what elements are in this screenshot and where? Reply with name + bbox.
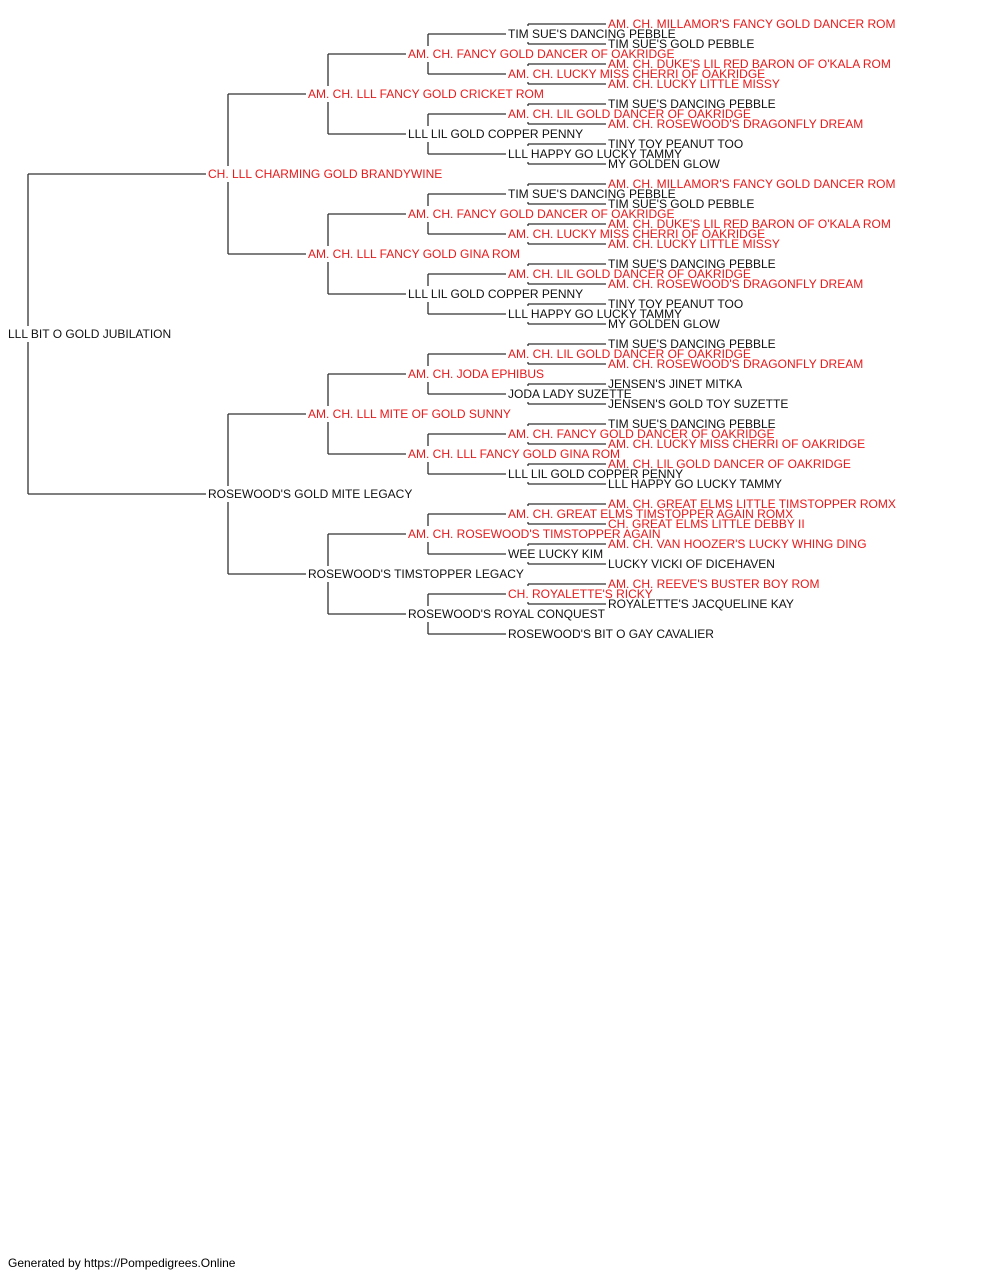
dog-name-gen5: AM. CH. MILLAMOR'S FANCY GOLD DANCER ROM bbox=[608, 177, 895, 191]
dog-name-gen5: AM. CH. LIL GOLD DANCER OF OAKRIDGE bbox=[608, 457, 851, 471]
dog-name-gen3: AM. CH. ROSEWOOD'S TIMSTOPPER AGAIN bbox=[408, 527, 661, 541]
dog-name-gen5: AM. CH. ROSEWOOD'S DRAGONFLY DREAM bbox=[608, 117, 863, 131]
dog-name-gen0: LLL BIT O GOLD JUBILATION bbox=[8, 327, 171, 341]
dog-name-gen5: MY GOLDEN GLOW bbox=[608, 317, 720, 331]
dog-name-gen4: AM. CH. LIL GOLD DANCER OF OAKRIDGE bbox=[508, 107, 751, 121]
dog-name-gen4: AM. CH. LIL GOLD DANCER OF OAKRIDGE bbox=[508, 347, 751, 361]
dog-name-gen2: AM. CH. LLL MITE OF GOLD SUNNY bbox=[308, 407, 511, 421]
dog-name-gen5: AM. CH. LUCKY MISS CHERRI OF OAKRIDGE bbox=[608, 437, 865, 451]
dog-name-gen5: JENSEN'S GOLD TOY SUZETTE bbox=[608, 397, 788, 411]
dog-name-gen4: LLL HAPPY GO LUCKY TAMMY bbox=[508, 147, 682, 161]
dog-name-gen4: LLL HAPPY GO LUCKY TAMMY bbox=[508, 307, 682, 321]
dog-name-gen5: TINY TOY PEANUT TOO bbox=[608, 297, 743, 311]
dog-name-gen5: LUCKY VICKI OF DICEHAVEN bbox=[608, 557, 775, 571]
dog-name-gen5: AM. CH. MILLAMOR'S FANCY GOLD DANCER ROM bbox=[608, 17, 895, 31]
dog-name-gen1: ROSEWOOD'S GOLD MITE LEGACY bbox=[208, 487, 412, 501]
dog-name-gen5: TIM SUE'S GOLD PEBBLE bbox=[608, 37, 754, 51]
dog-name-gen4: AM. CH. LIL GOLD DANCER OF OAKRIDGE bbox=[508, 267, 751, 281]
dog-name-gen4: WEE LUCKY KIM bbox=[508, 547, 603, 561]
dog-name-gen4: JODA LADY SUZETTE bbox=[508, 387, 632, 401]
dog-name-gen5: TIM SUE'S DANCING PEBBLE bbox=[608, 337, 776, 351]
dog-name-gen5: AM. CH. DUKE'S LIL RED BARON OF O'KALA R… bbox=[608, 57, 891, 71]
dog-name-gen3: LLL LIL GOLD COPPER PENNY bbox=[408, 127, 583, 141]
dog-name-gen5: TIM SUE'S DANCING PEBBLE bbox=[608, 97, 776, 111]
dog-name-gen5: ROYALETTE'S JACQUELINE KAY bbox=[608, 597, 794, 611]
dog-name-gen4: TIM SUE'S DANCING PEBBLE bbox=[508, 187, 676, 201]
dog-name-gen3: AM. CH. FANCY GOLD DANCER OF OAKRIDGE bbox=[408, 47, 674, 61]
dog-name-gen4: AM. CH. LUCKY MISS CHERRI OF OAKRIDGE bbox=[508, 227, 765, 241]
dog-name-gen5: TIM SUE'S GOLD PEBBLE bbox=[608, 197, 754, 211]
dog-name-gen5: AM. CH. DUKE'S LIL RED BARON OF O'KALA R… bbox=[608, 217, 891, 231]
dog-name-gen3: AM. CH. FANCY GOLD DANCER OF OAKRIDGE bbox=[408, 207, 674, 221]
dog-name-gen5: CH. GREAT ELMS LITTLE DEBBY II bbox=[608, 517, 805, 531]
dog-name-gen4: LLL LIL GOLD COPPER PENNY bbox=[508, 467, 683, 481]
dog-name-gen5: AM. CH. REEVE'S BUSTER BOY ROM bbox=[608, 577, 819, 591]
dog-name-gen4: AM. CH. FANCY GOLD DANCER OF OAKRIDGE bbox=[508, 427, 774, 441]
dog-name-gen5: AM. CH. GREAT ELMS LITTLE TIMSTOPPER ROM… bbox=[608, 497, 896, 511]
dog-name-gen5: TINY TOY PEANUT TOO bbox=[608, 137, 743, 151]
dog-name-gen4: CH. ROYALETTE'S RICKY bbox=[508, 587, 653, 601]
dog-name-gen5: AM. CH. ROSEWOOD'S DRAGONFLY DREAM bbox=[608, 357, 863, 371]
dog-name-gen4: TIM SUE'S DANCING PEBBLE bbox=[508, 27, 676, 41]
dog-name-gen2: ROSEWOOD'S TIMSTOPPER LEGACY bbox=[308, 567, 524, 581]
dog-name-gen5: TIM SUE'S DANCING PEBBLE bbox=[608, 257, 776, 271]
dog-name-gen5: TIM SUE'S DANCING PEBBLE bbox=[608, 417, 776, 431]
dog-name-gen4: ROSEWOOD'S BIT O GAY CAVALIER bbox=[508, 627, 714, 641]
dog-name-gen5: LLL HAPPY GO LUCKY TAMMY bbox=[608, 477, 782, 491]
dog-name-gen4: AM. CH. GREAT ELMS TIMSTOPPER AGAIN ROMX bbox=[508, 507, 793, 521]
dog-name-gen5: AM. CH. LUCKY LITTLE MISSY bbox=[608, 237, 780, 251]
dog-name-gen3: ROSEWOOD'S ROYAL CONQUEST bbox=[408, 607, 606, 621]
dog-name-gen5: AM. CH. ROSEWOOD'S DRAGONFLY DREAM bbox=[608, 277, 863, 291]
dog-name-gen5: AM. CH. VAN HOOZER'S LUCKY WHING DING bbox=[608, 537, 867, 551]
dog-name-gen4: AM. CH. LUCKY MISS CHERRI OF OAKRIDGE bbox=[508, 67, 765, 81]
dog-name-gen3: AM. CH. LLL FANCY GOLD GINA ROM bbox=[408, 447, 620, 461]
dog-name-gen2: AM. CH. LLL FANCY GOLD GINA ROM bbox=[308, 247, 520, 261]
dog-name-gen3: LLL LIL GOLD COPPER PENNY bbox=[408, 287, 583, 301]
dog-name-gen5: AM. CH. LUCKY LITTLE MISSY bbox=[608, 77, 780, 91]
dog-name-gen5: MY GOLDEN GLOW bbox=[608, 157, 720, 171]
dog-name-gen3: AM. CH. JODA EPHIBUS bbox=[408, 367, 544, 381]
dog-name-gen2: AM. CH. LLL FANCY GOLD CRICKET ROM bbox=[308, 87, 544, 101]
footer-credit: Generated by https://Pompedigrees.Online bbox=[8, 1256, 236, 1270]
dog-name-gen5: JENSEN'S JINET MITKA bbox=[608, 377, 742, 391]
dog-name-gen1: CH. LLL CHARMING GOLD BRANDYWINE bbox=[208, 167, 442, 181]
